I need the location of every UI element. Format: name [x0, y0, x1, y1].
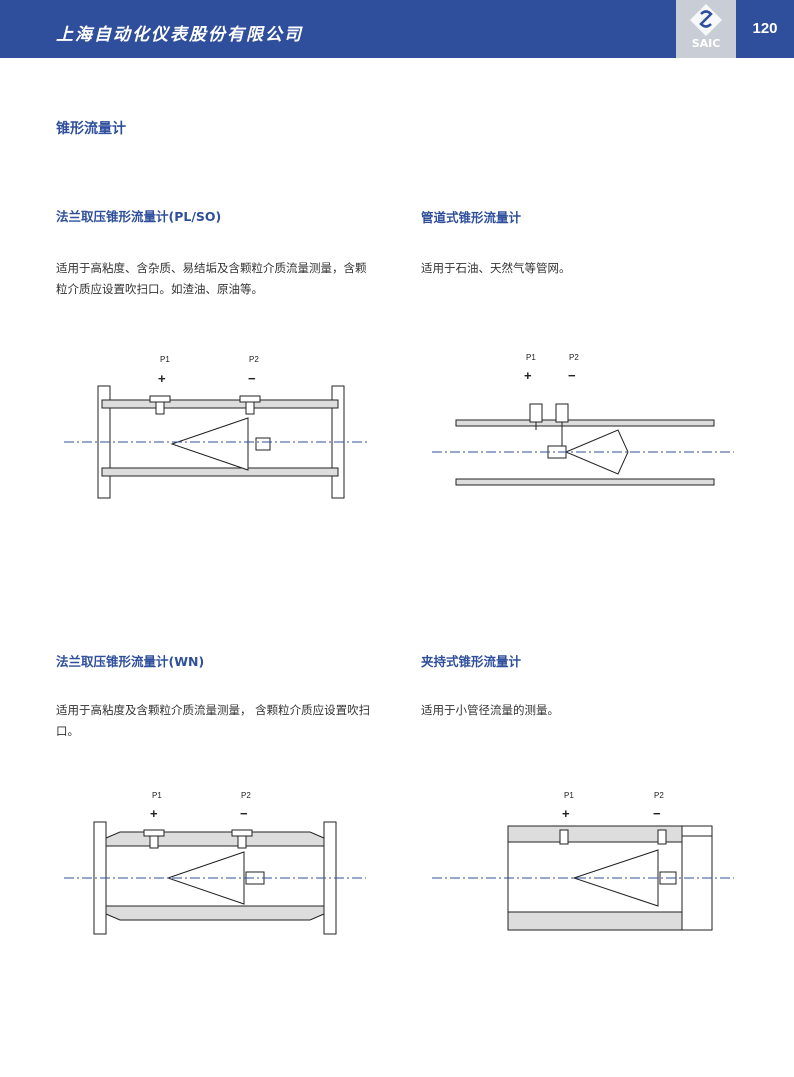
- p1-label: P1: [526, 353, 536, 362]
- pipeline-labels: P1 P2 + −: [524, 353, 579, 383]
- page-header: 上海自动化仪表股份有限公司 SAIC 120: [0, 0, 794, 58]
- section-title-wn: 法兰取压锥形流量计(WN): [56, 654, 205, 669]
- wn-labels: P1 P2 + −: [150, 791, 251, 821]
- pl-so-labels: P1 P2 + −: [158, 355, 259, 386]
- diagram-wn: P1 P2 + −: [64, 791, 366, 935]
- p1-label: P1: [152, 791, 162, 800]
- minus-sign: −: [240, 806, 248, 821]
- wafer-body: [507, 825, 713, 931]
- p1-label: P1: [160, 355, 170, 364]
- plus-sign: +: [524, 368, 532, 383]
- page-number: 120: [752, 20, 778, 37]
- section-title-pipeline: 管道式锥形流量计: [421, 210, 522, 225]
- diagram-pipeline: P1 P2 + −: [432, 353, 734, 486]
- plus-sign: +: [150, 806, 158, 821]
- section-desc-pl-so: 适用于高粘度、含杂质、易结垢及含颗粒介质流量测量，含颗粒介质应设置吹扫口。如渣油…: [56, 261, 367, 296]
- plus-sign: +: [158, 371, 166, 386]
- section-desc-wafer: 适用于小管径流量的测量。: [421, 703, 559, 717]
- section-title-wafer: 夹持式锥形流量计: [421, 654, 522, 669]
- minus-sign: −: [568, 368, 576, 383]
- page-title: 锥形流量计: [56, 121, 126, 137]
- section-title-pl-so: 法兰取压锥形流量计(PL/SO): [56, 209, 222, 224]
- p1-label: P1: [564, 791, 574, 800]
- p2-label: P2: [569, 353, 579, 362]
- p2-label: P2: [249, 355, 259, 364]
- logo-text: SAIC: [691, 37, 721, 50]
- plus-sign: +: [562, 806, 570, 821]
- pipeline-pipe: [455, 403, 715, 486]
- section-desc-wn: 适用于高粘度及含颗粒介质流量测量， 含颗粒介质应设置吹扫口。: [56, 703, 371, 738]
- wafer-labels: P1 P2 + −: [562, 791, 664, 821]
- diagram-pl-so: P1 P2 + −: [64, 355, 370, 499]
- wn-pipe: [93, 821, 337, 935]
- pl-so-pipe: [97, 385, 345, 499]
- minus-sign: −: [248, 371, 256, 386]
- p2-label: P2: [241, 791, 251, 800]
- p2-label: P2: [654, 791, 664, 800]
- minus-sign: −: [653, 806, 661, 821]
- section-desc-pipeline: 适用于石油、天然气等管网。: [421, 261, 571, 275]
- saic-logo-icon: [690, 4, 722, 36]
- saic-logo: SAIC: [676, 0, 736, 58]
- company-name: 上海自动化仪表股份有限公司: [56, 25, 303, 45]
- diagram-wafer: P1 P2 + −: [432, 791, 734, 931]
